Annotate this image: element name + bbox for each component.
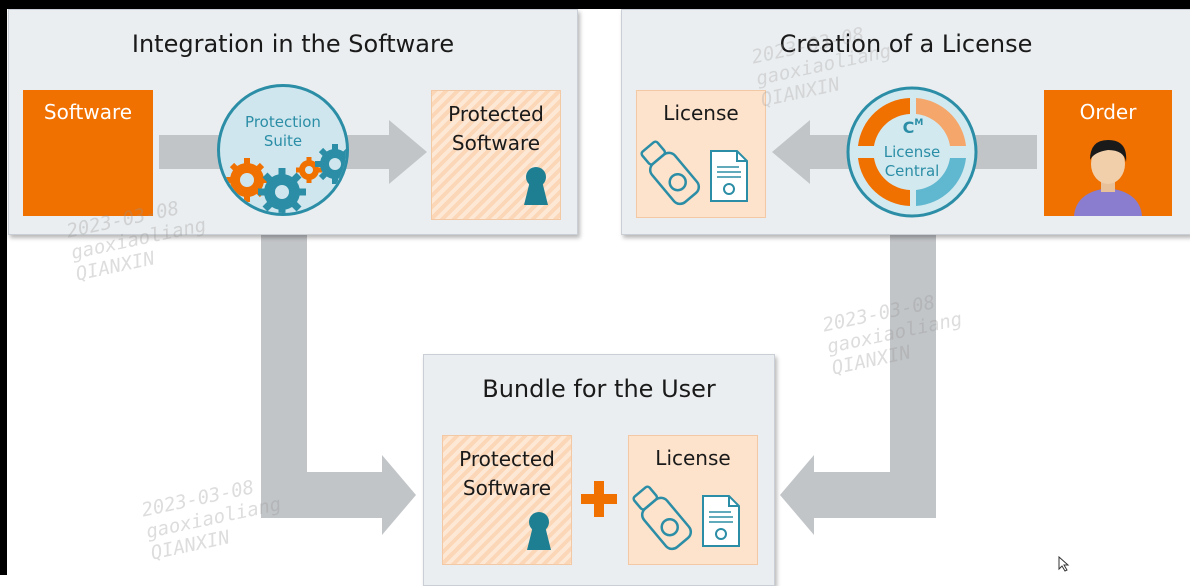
integration-panel: Integration in the Software Software Pro… xyxy=(8,9,578,235)
license-box: License xyxy=(636,90,766,218)
software-box: Software xyxy=(23,90,153,216)
plus-icon xyxy=(581,481,617,517)
central-label-line1: License xyxy=(883,143,941,161)
dongle-icon xyxy=(640,140,701,206)
keyhole-icon xyxy=(524,167,548,205)
bundle-protected-label-line1: Protected xyxy=(459,447,555,471)
top-black-bar xyxy=(0,0,1190,9)
cm-logo-icon: CM xyxy=(902,118,924,137)
software-label: Software xyxy=(43,100,133,124)
protected-label-line2: Software xyxy=(451,131,541,155)
license-label: License xyxy=(663,101,739,125)
certificate-icon xyxy=(710,150,748,202)
protected-label-line1: Protected xyxy=(448,102,544,126)
license-creation-panel: Creation of a License License xyxy=(621,9,1190,235)
protected-software-box: Protected Software xyxy=(431,90,561,220)
order-box: Order xyxy=(1044,90,1172,216)
bundle-protected-label-line2: Software xyxy=(462,476,552,500)
gears-icon xyxy=(225,144,346,213)
left-black-bar xyxy=(0,0,7,575)
central-label-line2: Central xyxy=(884,162,940,180)
suite-label-line1: Protection xyxy=(245,113,321,131)
license-creation-panel-title: Creation of a License xyxy=(779,30,1033,58)
bundle-panel-title: Bundle for the User xyxy=(482,375,716,403)
bundle-protected-software-box: Protected Software xyxy=(442,435,572,565)
bundle-license-box: License xyxy=(628,435,758,565)
bundle-keyhole-icon xyxy=(527,512,551,550)
order-label: Order xyxy=(1079,100,1137,124)
bundle-dongle-icon xyxy=(632,485,693,551)
integration-panel-title: Integration in the Software xyxy=(131,30,455,58)
bundle-certificate-icon xyxy=(702,495,740,547)
bundle-license-label: License xyxy=(655,446,731,470)
bundle-panel: Bundle for the User Protected Software L… xyxy=(423,354,775,586)
person-icon xyxy=(1074,140,1142,216)
mouse-cursor-icon xyxy=(1058,555,1070,572)
protection-suite-circle: Protection Suite xyxy=(217,84,349,216)
suite-label-line2: Suite xyxy=(263,132,303,150)
license-central-circle xyxy=(846,86,978,218)
